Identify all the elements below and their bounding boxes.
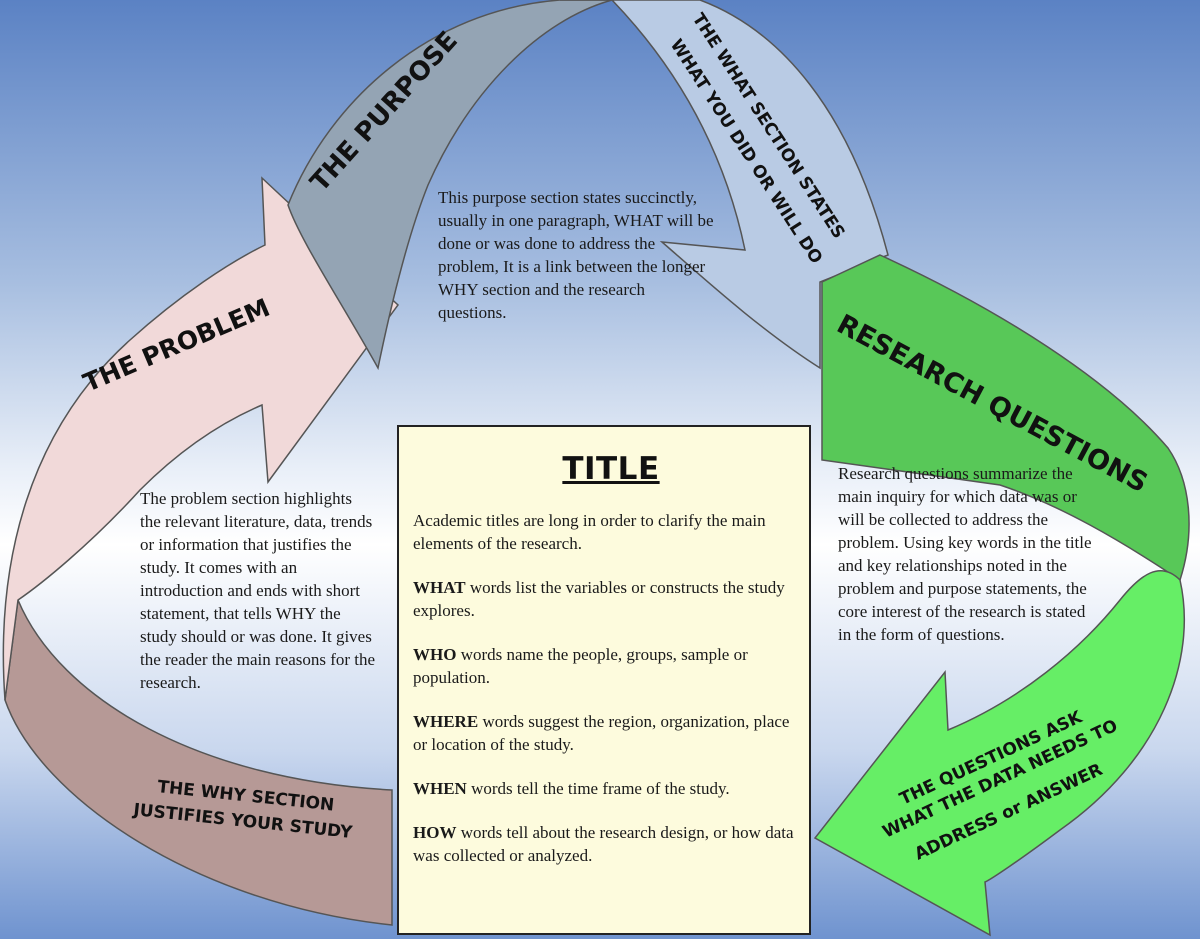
purpose-arrow-shape	[287, 0, 613, 371]
term-how-text: words tell about the research design, or…	[413, 823, 794, 865]
problem-arrow-shape	[2, 176, 399, 701]
term-where-text: words suggest the region, organization, …	[413, 712, 790, 754]
title-item-where: WHERE words suggest the region, organiza…	[413, 710, 809, 756]
term-when: WHEN	[413, 779, 467, 798]
title-heading: TITLE	[562, 451, 660, 487]
term-who: WHO	[413, 645, 457, 664]
term-where: WHERE	[413, 712, 479, 731]
rq-arrow-shape	[821, 254, 1190, 582]
term-how: HOW	[413, 823, 457, 842]
title-box: TITLE Academic titles are long in order …	[397, 425, 811, 935]
term-when-text: words tell the time frame of the study.	[466, 779, 730, 798]
title-intro: Academic titles are long in order to cla…	[413, 511, 766, 553]
why-arrow-shape	[4, 597, 393, 926]
purpose-description: This purpose section states succinctly, …	[438, 188, 714, 322]
term-who-text: words name the people, groups, sample or…	[413, 645, 748, 687]
term-what: WHAT	[413, 578, 466, 597]
title-item-what: WHAT words list the variables or constru…	[413, 576, 809, 622]
questions-arrow-shape	[813, 570, 1186, 937]
title-item-how: HOW words tell about the research design…	[413, 821, 809, 867]
title-item-when: WHEN words tell the time frame of the st…	[413, 777, 809, 800]
research-questions-description: Research questions summarize the main in…	[838, 464, 1092, 644]
term-what-text: words list the variables or constructs t…	[413, 578, 785, 620]
what-arrow-shape	[560, 0, 889, 370]
problem-description: The problem section highlights the relev…	[140, 489, 376, 692]
title-item-who: WHO words name the people, groups, sampl…	[413, 643, 809, 689]
